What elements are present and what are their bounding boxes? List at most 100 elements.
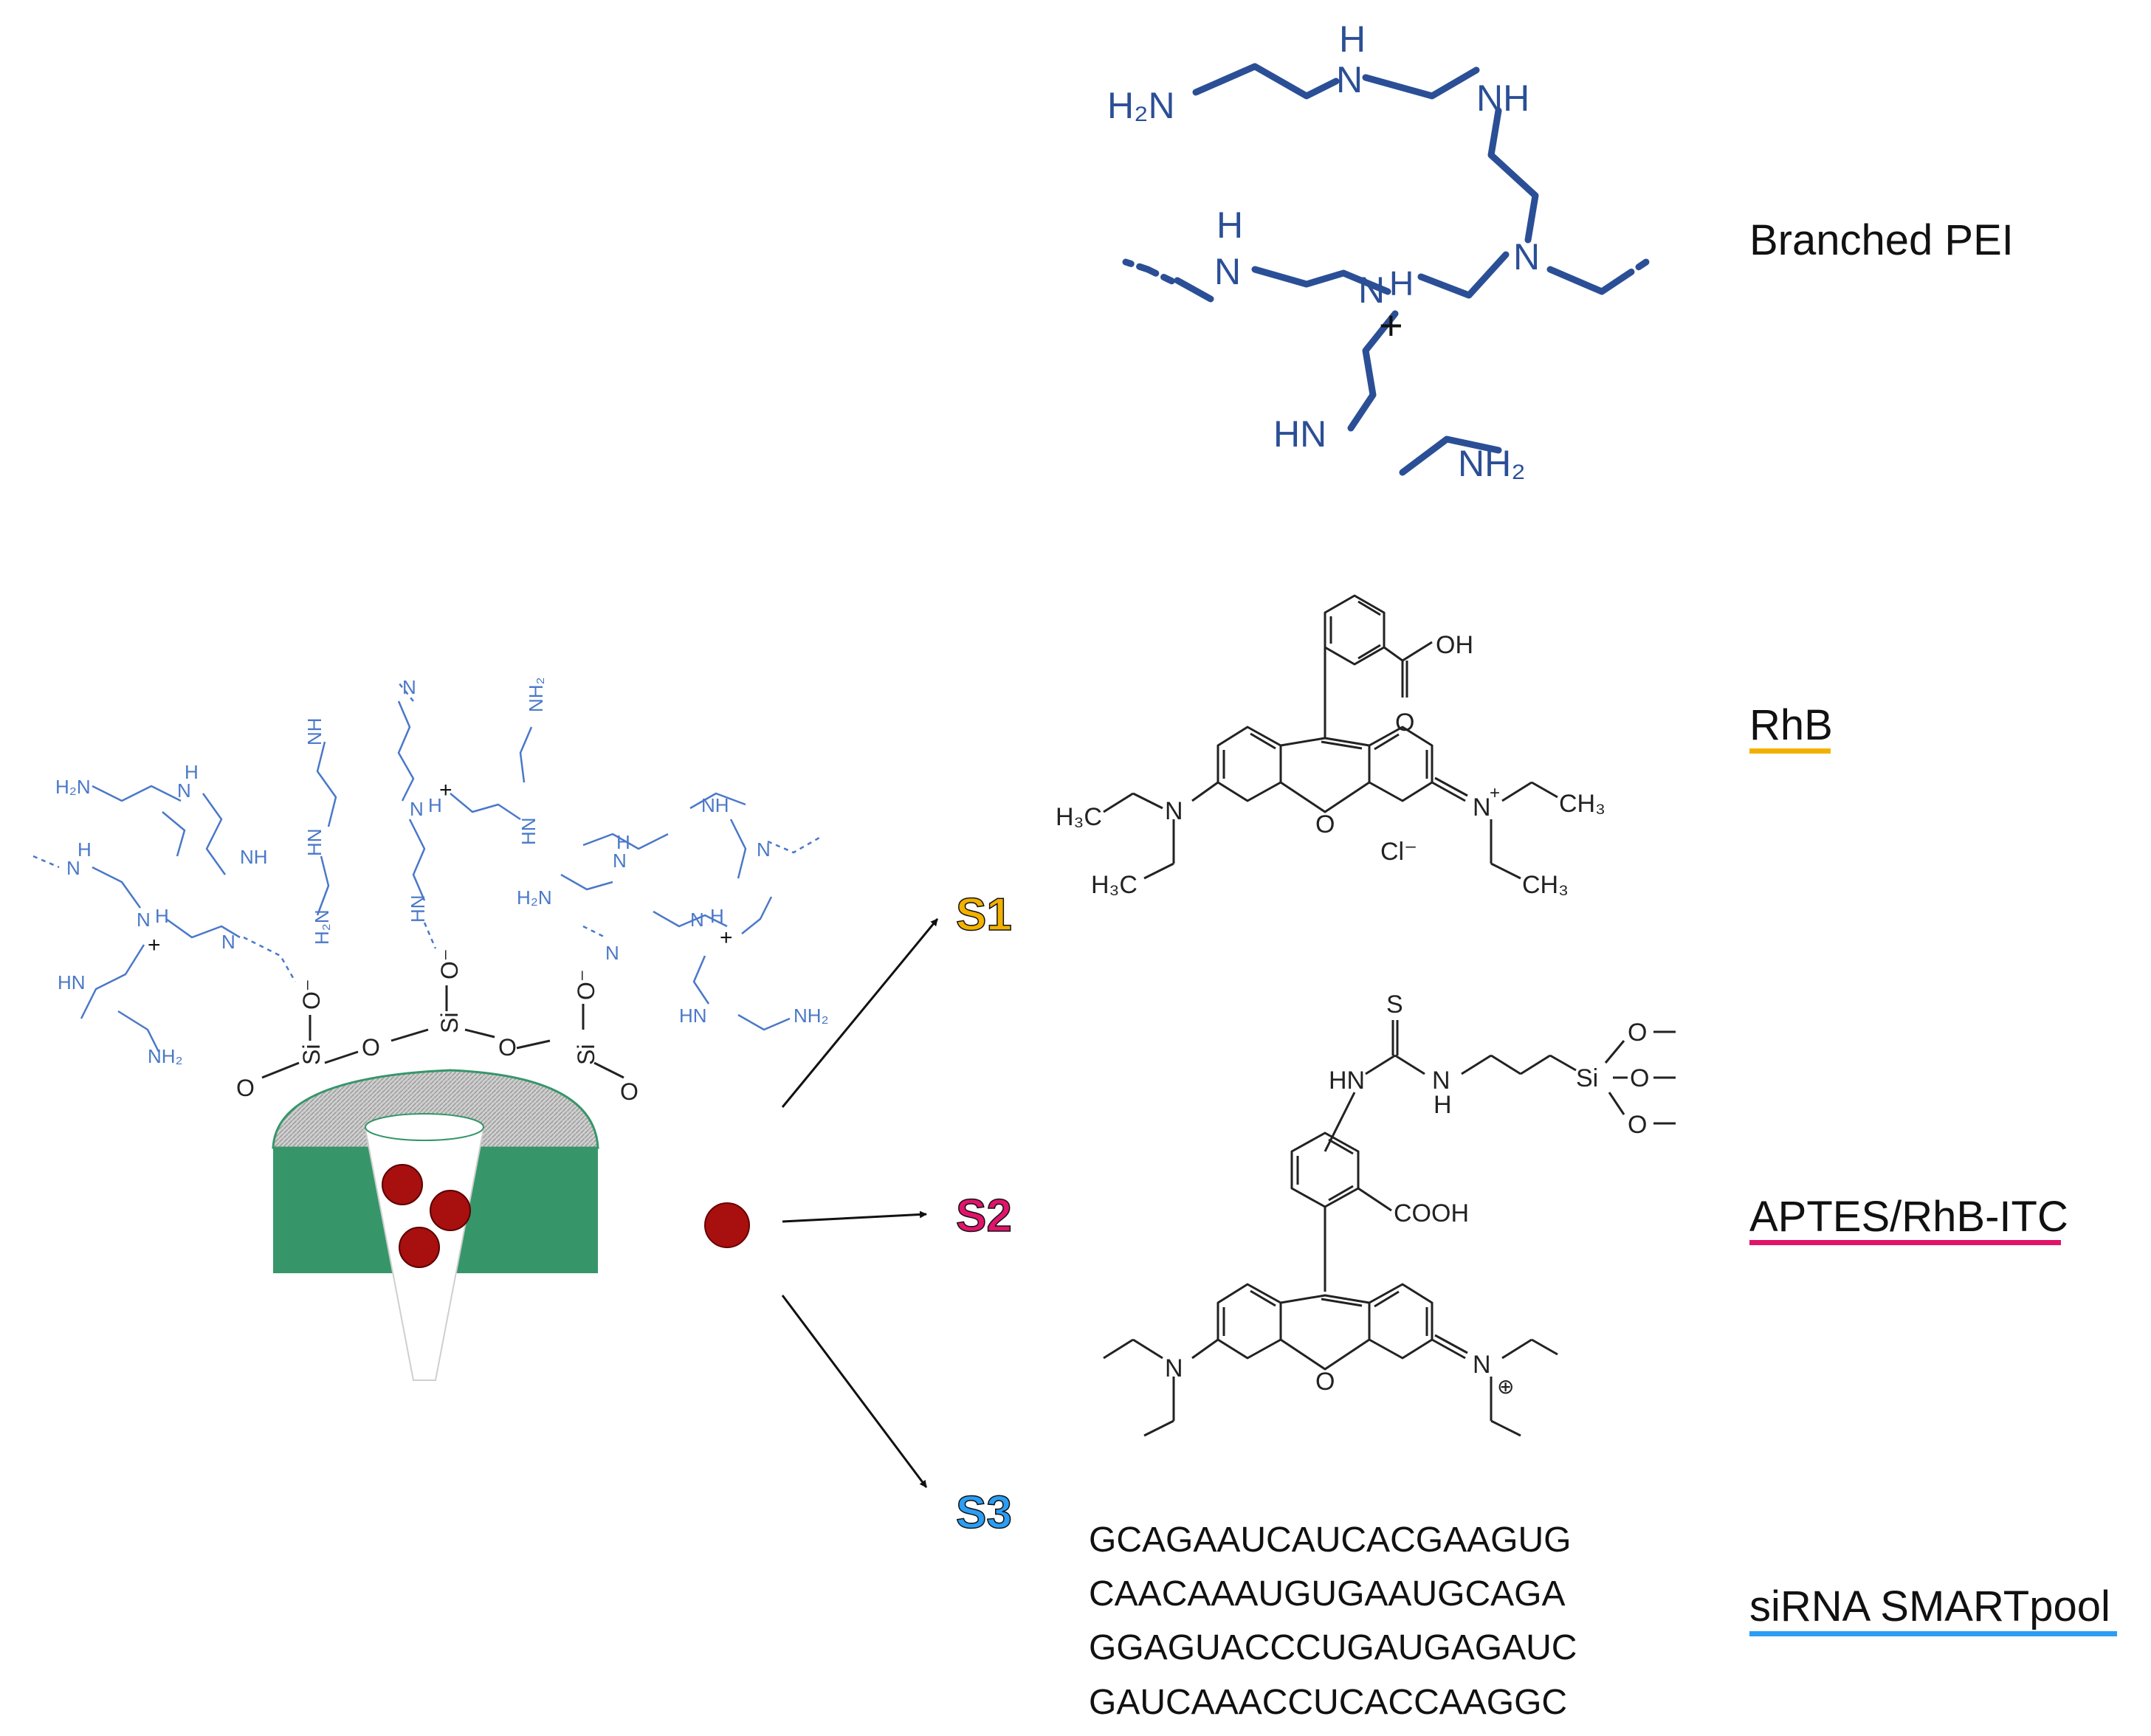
- aptes-labels: S HN N H Si O O O COOH O N N ⊕: [1165, 991, 1649, 1398]
- rhb-ch3-bottom-label: CH₃: [1522, 871, 1569, 899]
- silica-surface-labels: O Si O⁻ O Si O⁻ O Si O⁻ O: [236, 948, 639, 1105]
- surface-hn-label: HN: [679, 1005, 707, 1027]
- surface-pei-labels: H₂N N H NH H N N H + N HN NH₂ NH HN H₂N …: [55, 676, 829, 1067]
- s1-label: S1: [956, 889, 1012, 940]
- surface-hn-label: HN: [407, 895, 429, 923]
- cargo-dye: [430, 1190, 471, 1231]
- sirna-underline: [1749, 1631, 2117, 1636]
- pei-n-top-label: N: [1336, 59, 1363, 100]
- aptes-o1-label: O: [1628, 1019, 1647, 1047]
- branched-pei-label: Branched PEI: [1749, 216, 2014, 264]
- surface-n-label: N: [66, 857, 80, 879]
- rhb-o-carbonyl-label: O: [1395, 709, 1414, 737]
- arrow-s2: [782, 1210, 927, 1223]
- aptes-o2-label: O: [1630, 1064, 1649, 1092]
- aptes-n-label: N: [1432, 1067, 1450, 1095]
- sirna-sequence-list: GCAGAAUCAUCACGAAGUG CAACAAAUGUGAAUGCAGA …: [1089, 1520, 1577, 1722]
- surface-h2n-label: H₂N: [311, 909, 333, 945]
- rhb-h3c-top-label: H₃C: [1056, 803, 1102, 831]
- silica-surface-bonds: [261, 985, 624, 1079]
- surface-h-label: H: [616, 831, 630, 853]
- surface-o-minus-label: O⁻: [298, 979, 325, 1010]
- rhb-o-ring-label: O: [1315, 810, 1335, 838]
- surface-hn-label: HN: [517, 817, 540, 845]
- sirna-sequence: CAACAAAUGUGAAUGCAGA: [1089, 1574, 1565, 1613]
- pei-h2n-label: H₂N: [1107, 85, 1175, 126]
- surface-n-label: N: [402, 676, 416, 698]
- surface-nh2-label: NH₂: [525, 677, 547, 712]
- surface-h-label: H: [185, 761, 199, 783]
- surface-o-minus-label: O⁻: [573, 969, 599, 1000]
- surface-h-label: H: [428, 794, 442, 816]
- surface-h-label: H: [78, 838, 92, 861]
- sirna-sequence: GGAGUACCCUGAUGAGAUC: [1089, 1628, 1577, 1667]
- pore-opening: [365, 1113, 484, 1141]
- rhb-label: RhB: [1749, 701, 1833, 749]
- aptes-underline: [1749, 1240, 2061, 1245]
- arrow-s3: [781, 1295, 928, 1488]
- aptes-cooh-label: COOH: [1394, 1199, 1469, 1227]
- surface-si-label: Si: [573, 1044, 599, 1065]
- s-labels: S1 S2 S3: [955, 889, 1012, 1539]
- surface-h2n-label: H₂N: [55, 776, 91, 798]
- aptes-si-label: Si: [1576, 1064, 1598, 1092]
- surface-plus-label: +: [720, 926, 733, 950]
- surface-o-label: O: [620, 1078, 639, 1105]
- surface-n-label: N: [137, 909, 151, 931]
- rhb-oh-label: OH: [1436, 631, 1473, 659]
- surface-plus-label: +: [439, 778, 452, 802]
- rhb-structure: [1103, 594, 1558, 880]
- pei-nh2-label: NH₂: [1458, 443, 1526, 484]
- surface-si-label: Si: [298, 1044, 325, 1065]
- branched-pei-structure: [1122, 63, 1650, 476]
- aptes-n-right-label: N: [1473, 1351, 1491, 1379]
- pei-h-left-label: H: [1216, 204, 1243, 246]
- aptes-n-left-label: N: [1165, 1354, 1183, 1382]
- rhb-n-left-label: N: [1165, 797, 1183, 825]
- surface-nh-label: N: [690, 909, 704, 931]
- surface-o-label: O: [362, 1034, 380, 1061]
- surface-nh-label: N: [613, 850, 627, 872]
- particle-cap: [272, 1069, 599, 1149]
- surface-o-label: O: [236, 1075, 255, 1101]
- pei-h-top-label: H: [1339, 18, 1366, 60]
- pei-plus-label: +: [1379, 302, 1403, 348]
- surface-nh2-label: NH₂: [794, 1005, 829, 1027]
- aptes-plus-label: ⊕: [1497, 1375, 1514, 1398]
- pei-hn-bottom-label: HN: [1273, 413, 1326, 455]
- sirna-sequence: GAUCAAACCUCACCAAGGC: [1089, 1683, 1567, 1722]
- surface-o-label: O: [498, 1034, 517, 1061]
- aptes-hn-label: HN: [1329, 1067, 1365, 1095]
- aptes-rhb-itc-structure: [1103, 1020, 1676, 1437]
- dye-particle: [704, 1202, 750, 1248]
- rhb-n-right-label: N: [1473, 793, 1491, 822]
- pei-nh-right-label: NH: [1476, 78, 1529, 119]
- aptes-o3-label: O: [1628, 1111, 1647, 1139]
- rhb-labels: OH O O H₃C N H₃C N + CH₃ CH₃ Cl⁻: [1056, 631, 1605, 899]
- s3-label: S3: [956, 1487, 1012, 1538]
- cargo-dye: [399, 1227, 440, 1268]
- sirna-sequence: GCAGAAUCAUCACGAAGUG: [1089, 1520, 1571, 1560]
- surface-n-label: N: [757, 838, 771, 861]
- rhb-h3c-bottom-label: H₃C: [1091, 871, 1138, 899]
- pei-labels: H₂N N H NH N N H N H + HN NH₂: [1107, 18, 1540, 484]
- surface-plus-label: +: [148, 933, 161, 957]
- pei-n-branch-label: N: [1513, 236, 1540, 278]
- aptes-rhb-itc-label: APTES/RhB-ITC: [1749, 1193, 2068, 1241]
- surface-hn-label: HN: [58, 971, 86, 993]
- surface-nh-label: NH: [240, 846, 268, 868]
- surface-n-label: N: [605, 942, 619, 964]
- surface-pei-chains: [32, 682, 820, 1053]
- s2-label: S2: [956, 1191, 1012, 1241]
- mesoporous-particle: [272, 1069, 599, 1381]
- surface-h-label: H: [155, 905, 169, 927]
- rhb-underline: [1749, 748, 1831, 754]
- surface-nh2-label: NH₂: [148, 1045, 183, 1067]
- arrows: [781, 918, 939, 1488]
- aptes-h-label: H: [1434, 1091, 1452, 1119]
- rhb-cl-label: Cl⁻: [1380, 838, 1417, 866]
- surface-n-label: N: [221, 931, 235, 953]
- surface-si-label: Si: [436, 1013, 463, 1033]
- surface-h-label: H: [710, 905, 724, 927]
- pei-n-center-label: N: [1358, 269, 1385, 311]
